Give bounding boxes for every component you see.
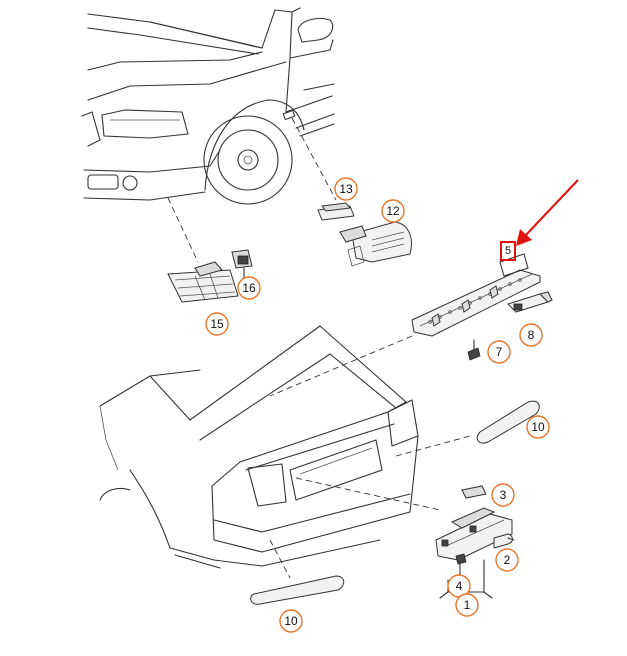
callout-label-5: 5	[505, 245, 511, 257]
callout-label-2: 2	[504, 553, 511, 567]
callout-label-15: 15	[210, 317, 224, 331]
highlight-marker: 5	[500, 179, 579, 261]
callout-7: 7	[487, 340, 511, 364]
leader-15	[167, 197, 199, 263]
callout-label-10-lower: 10	[284, 614, 298, 628]
leader-lamp	[295, 477, 441, 511]
callout-label-13: 13	[339, 182, 353, 196]
highlight-box	[500, 241, 516, 261]
reflector-lower	[250, 575, 345, 605]
callout-3: 3	[491, 483, 515, 507]
callout-label-12: 12	[386, 204, 400, 218]
callout-8: 8	[519, 323, 543, 347]
fog-light-assembly	[167, 249, 253, 303]
side-marker-parts	[317, 202, 412, 267]
pointer-arrow-line	[523, 179, 579, 238]
callout-label-4: 4	[456, 579, 463, 593]
callout-label-3: 3	[500, 488, 507, 502]
leader-strip	[269, 335, 413, 397]
callout-label-1: 1	[464, 598, 471, 612]
reflector-upper	[476, 400, 540, 444]
callout-label-16: 16	[242, 281, 256, 295]
pointer-arrow-head	[516, 229, 532, 246]
leader-10b	[269, 539, 291, 579]
callout-15: 15	[205, 312, 229, 336]
callout-label-7: 7	[496, 345, 503, 359]
leader-13	[291, 117, 337, 201]
callout-12: 12	[381, 199, 405, 223]
leader-10a	[395, 435, 471, 457]
callout-13: 13	[334, 177, 358, 201]
light-strip	[411, 253, 553, 361]
callout-4: 4	[447, 574, 471, 598]
callout-2: 2	[495, 548, 519, 572]
callout-16: 16	[237, 276, 261, 300]
callout-10-lower: 10	[279, 609, 303, 633]
callout-label-10-upper: 10	[531, 420, 545, 434]
callout-1: 1	[455, 593, 479, 617]
callout-label-8: 8	[528, 328, 535, 342]
rear-car-illustration	[99, 325, 419, 569]
license-lamp-assembly	[435, 485, 515, 599]
front-car-illustration	[81, 7, 335, 205]
callout-10-upper: 10	[526, 415, 550, 439]
